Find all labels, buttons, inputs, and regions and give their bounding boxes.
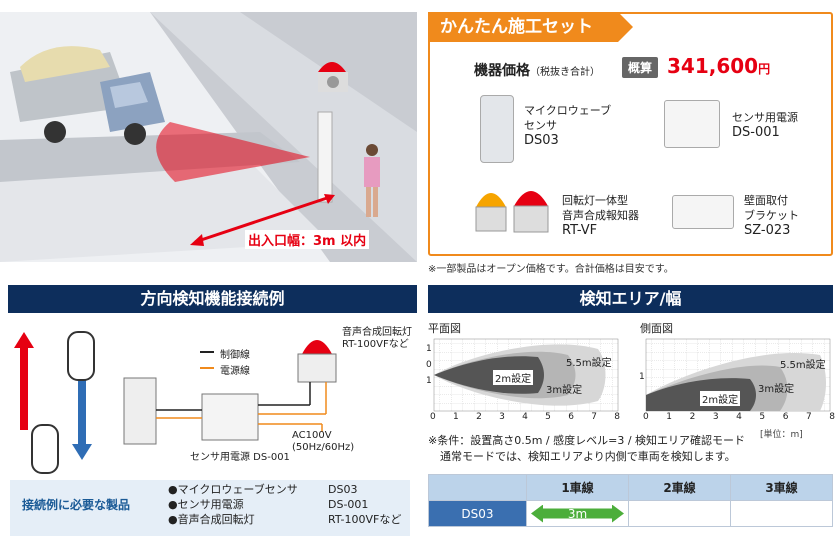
side-label-5-5m: 5.5m設定: [780, 360, 826, 371]
microwave-sensor-image: [480, 95, 514, 163]
required-products-title: 接続例に必要な製品: [22, 498, 131, 512]
unit-label: [単位：m]: [760, 430, 803, 440]
header-3-lane: 3車線: [730, 474, 833, 501]
ac-label: AC100V(50Hz/60Hz): [292, 430, 355, 453]
label-5-5m: 5.5m設定: [566, 358, 612, 369]
range-cell: 3m: [526, 500, 629, 527]
price-label: 機器価格（税抜き合計）: [474, 63, 600, 79]
entrance-width-label: 出入口幅：3m 以内: [245, 230, 370, 249]
empty-cell: [628, 500, 731, 527]
header-1-lane: 1車線: [526, 474, 629, 501]
pedestrian-illustration: [364, 144, 380, 217]
plan-view-title: 平面図: [428, 322, 461, 335]
detection-area-title: 検知エリア/幅: [428, 285, 833, 313]
rotating-light-orange-image: [474, 185, 508, 233]
detect-label: 検知する: [32, 346, 45, 390]
scene-illustration: [0, 12, 417, 262]
wall-bracket-image: [672, 195, 734, 229]
installation-scene: [0, 12, 417, 262]
price-value: 341,600円: [667, 54, 771, 78]
conditions-text: ※条件：設置高さ0.5m / 感度レベル=3 / 検知エリア確認モード 通常モー…: [428, 434, 746, 463]
required-products-box: [10, 480, 410, 536]
side-y-ticks: 1: [639, 372, 645, 382]
estimate-badge: 概算: [622, 57, 659, 78]
sensor-power-image: [664, 100, 720, 148]
label-3m: 3m設定: [546, 385, 583, 396]
range-arrow: 3m: [531, 505, 624, 523]
side-view-title: 側面図: [640, 322, 673, 335]
side-label-2m: 2m設定: [700, 391, 741, 406]
label-2m: 2m設定: [493, 370, 534, 385]
header-2-lane: 2車線: [628, 474, 731, 501]
rotating-light-illustration: [318, 62, 348, 92]
row-ds03: DS03: [428, 500, 527, 527]
easy-install-set-panel: [428, 12, 833, 256]
connection-diagram: [14, 331, 337, 474]
legend-power-line: 電源線: [220, 366, 250, 377]
sensor-power-label: センサ用電源 DS-001: [190, 452, 290, 463]
lane-table: 1車線 2車線 3車線 DS03 3m: [428, 474, 833, 527]
kit-tab-title: かんたん施工セット: [428, 12, 633, 42]
truck-illustration: [10, 46, 165, 145]
no-detect-label: 検知しない: [90, 383, 103, 438]
connection-example-title: 方向検知機能接続例: [8, 285, 417, 313]
side-label-3m: 3m設定: [758, 384, 795, 395]
kit-note: ※一部製品はオープン価格です。合計価格は目安です。: [428, 264, 674, 275]
rotating-light-red-image: [512, 182, 550, 234]
empty-cell: [730, 500, 833, 527]
legend-control-line: 制御線: [220, 350, 250, 361]
